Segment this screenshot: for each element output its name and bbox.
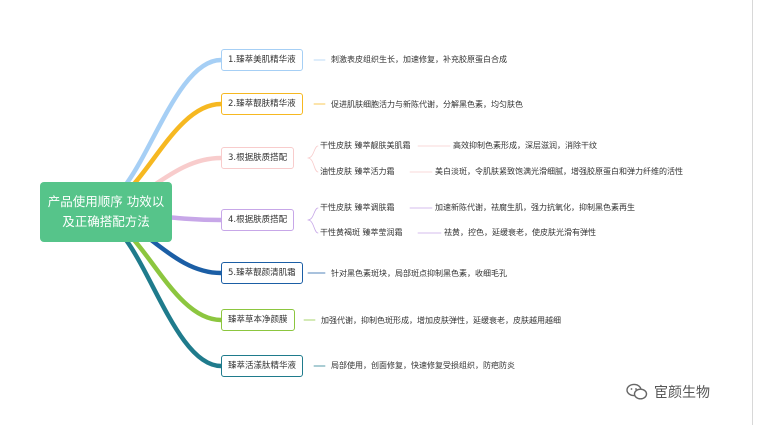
leaf-text-4-2: 祛黄，控色，延缓衰老，使皮肤光滑有弹性 xyxy=(444,228,596,237)
root-node[interactable]: 产品使用顺序 功效以及正确搭配方法 xyxy=(40,182,172,242)
branch-node-1[interactable]: 1.臻萃美肌精华液 xyxy=(221,49,303,71)
sub-connector xyxy=(307,219,319,234)
branch-node-2[interactable]: 2.臻萃靓肤精华液 xyxy=(221,93,303,115)
sub-connector xyxy=(307,157,319,173)
root-title: 产品使用顺序 功效以及正确搭配方法 xyxy=(47,194,165,229)
sub-connector xyxy=(307,207,319,221)
canvas-edge xyxy=(752,0,753,425)
branch-node-4[interactable]: 4.根据肤质搭配 xyxy=(221,209,295,231)
branch-label: 臻萃草本净颜膜 xyxy=(228,315,288,325)
leaf-text-2: 促进肌肤细胞活力与新陈代谢，分解黑色素，均匀肤色 xyxy=(331,100,523,109)
leaf-text-3-1: 高效抑制色素形成，深层滋润，消除干纹 xyxy=(453,141,597,150)
branch-node-7[interactable]: 臻萃活漾肽精华液 xyxy=(221,355,304,377)
branch-node-5[interactable]: 5.臻萃靓颜清肌霜 xyxy=(221,262,303,284)
branch-label: 4.根据肤质搭配 xyxy=(228,215,288,225)
branch-node-3[interactable]: 3.根据肤质搭配 xyxy=(221,147,295,169)
branch-label: 2.臻萃靓肤精华液 xyxy=(228,99,296,109)
leaf-text-3-2: 美白淡斑，令肌肤紧致饱满光滑细腻，增强胶原蛋白和弹力纤维的活性 xyxy=(435,167,683,176)
branch-label: 1.臻萃美肌精华液 xyxy=(228,55,296,65)
leaf-text-4-1: 加速新陈代谢，祛腐生肌，强力抗氧化，抑制黑色素再生 xyxy=(435,203,635,212)
watermark: 宦颜生物 xyxy=(626,381,710,403)
branch-label: 5.臻萃靓颜清肌霜 xyxy=(228,268,296,278)
branch-node-6[interactable]: 臻萃草本净颜膜 xyxy=(221,309,295,331)
leaf-text-1: 刺激表皮组织生长，加速修复，补充胶原蛋白合成 xyxy=(331,55,507,64)
wechat-icon xyxy=(626,383,648,400)
branch-label: 臻萃活漾肽精华液 xyxy=(228,361,297,371)
sub-node-4-2[interactable]: 干性黄褐斑 臻萃莹润霜 xyxy=(320,228,403,237)
branch-label: 3.根据肤质搭配 xyxy=(228,153,288,163)
watermark-text: 宦颜生物 xyxy=(654,385,710,401)
sub-connector xyxy=(307,145,319,159)
leaf-text-7: 局部使用，创面修复，快速修复受损组织，防疤防炎 xyxy=(331,361,515,370)
sub-node-3-2[interactable]: 油性皮肤 臻萃活力霜 xyxy=(320,167,395,176)
leaf-text-5: 针对黑色素斑块，局部斑点抑制黑色素，收细毛孔 xyxy=(331,269,507,278)
branch-connector xyxy=(97,218,224,369)
sub-node-4-1[interactable]: 干性皮肤 臻萃调肤霜 xyxy=(320,203,395,212)
leaf-text-6: 加强代谢，抑制色斑形成，增加皮肤弹性，延缓衰老，皮肤越用越细 xyxy=(321,316,561,325)
sub-node-3-1[interactable]: 干性皮肤 臻萃靓肤美肌霜 xyxy=(320,141,411,150)
